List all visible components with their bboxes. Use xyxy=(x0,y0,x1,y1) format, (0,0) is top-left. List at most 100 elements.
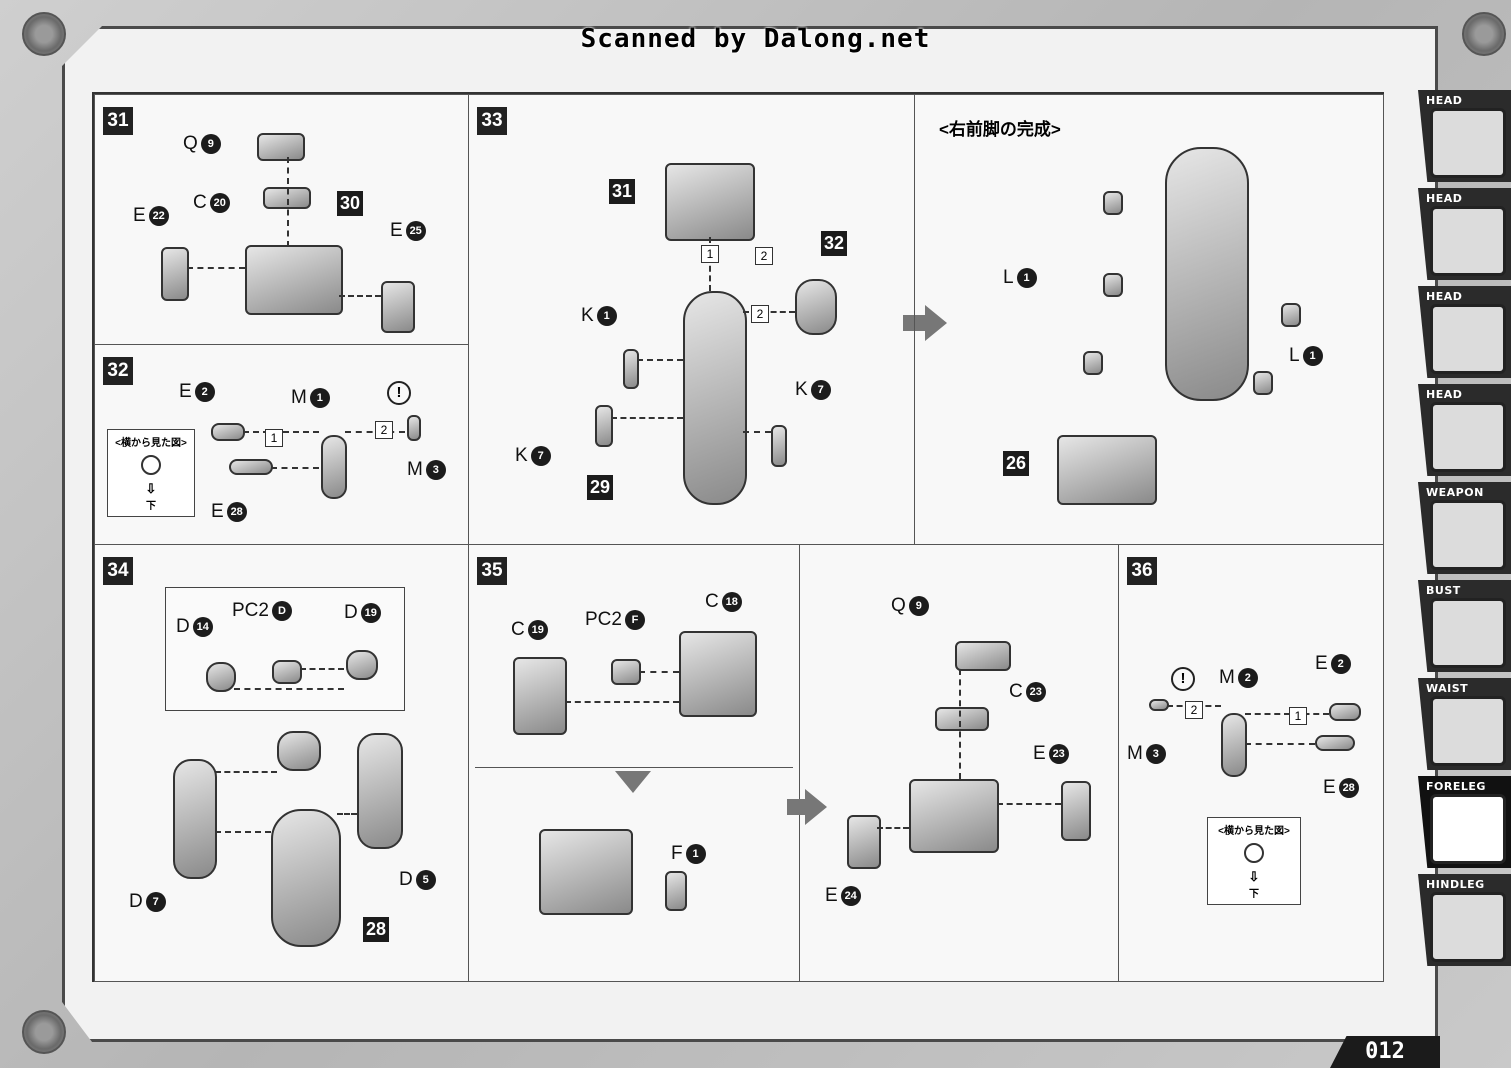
subassembly-29 xyxy=(683,291,747,505)
head-thumbnail-icon xyxy=(1430,108,1506,178)
guide-line xyxy=(215,831,271,833)
subassembly-badge: 30 xyxy=(337,191,363,216)
section-tab-head[interactable]: HEAD xyxy=(1418,286,1511,378)
part-q9 xyxy=(257,133,305,161)
side-view-caption: <横から見た図> xyxy=(1218,826,1290,837)
side-view-inset: <横から見た図> ⇩ 下 xyxy=(107,429,195,517)
head-thumbnail-icon xyxy=(1430,304,1506,374)
section-tab-head[interactable]: HEAD xyxy=(1418,384,1511,476)
sequence-number: 2 xyxy=(1185,701,1203,719)
part-l1 xyxy=(1103,273,1123,297)
side-view-caption: <横から見た図> xyxy=(115,438,187,449)
bust-thumbnail-icon xyxy=(1430,598,1506,668)
guide-line xyxy=(997,803,1061,805)
guide-line xyxy=(637,359,683,361)
section-tab-waist[interactable]: WAIST xyxy=(1418,678,1511,770)
corner-bolt-icon xyxy=(1462,12,1506,56)
part-q9 xyxy=(955,641,1011,671)
part-e2 xyxy=(211,423,245,441)
part-m3 xyxy=(407,415,421,441)
part-d19 xyxy=(346,650,378,680)
weapon-thumbnail-icon xyxy=(1430,500,1506,570)
sequence-number: 2 xyxy=(375,421,393,439)
step-number: 36 xyxy=(1127,557,1157,585)
part-l1 xyxy=(1083,351,1103,375)
part-e28 xyxy=(229,459,273,475)
completion-title: <右前脚の完成> xyxy=(939,120,1061,139)
part-pc2 xyxy=(272,660,302,684)
part-d7 xyxy=(173,759,217,879)
corner-bolt-icon xyxy=(22,12,66,56)
guide-line xyxy=(337,813,357,815)
part-d5 xyxy=(357,733,403,849)
guide-line xyxy=(1245,743,1315,745)
part-pc2 xyxy=(611,659,641,685)
sequence-number: 1 xyxy=(265,429,283,447)
step-number: 33 xyxy=(477,107,507,135)
part-l1 xyxy=(1103,191,1123,215)
step-number: 35 xyxy=(477,557,507,585)
next-arrow-icon xyxy=(787,789,827,825)
section-tab-bust[interactable]: BUST xyxy=(1418,580,1511,672)
foreleg-thumbnail-icon xyxy=(1430,794,1506,864)
guide-line xyxy=(215,771,277,773)
part-c23 xyxy=(935,707,989,731)
guide-line xyxy=(877,827,909,829)
guide-line xyxy=(187,267,245,269)
part-l1 xyxy=(1253,371,1273,395)
guide-line xyxy=(959,669,961,779)
circle-icon xyxy=(1244,843,1264,863)
side-view-down-label: 下 xyxy=(1249,889,1259,900)
subassembly-28 xyxy=(271,809,341,947)
guide-line xyxy=(743,311,795,313)
subassembly-badge: 32 xyxy=(821,231,847,256)
step-number: 34 xyxy=(103,557,133,585)
part-k7 xyxy=(771,425,787,467)
guide-line xyxy=(287,157,289,247)
down-arrow-icon: ⇩ xyxy=(1248,869,1260,884)
subassembly-30 xyxy=(245,245,343,315)
head-thumbnail-icon xyxy=(1430,402,1506,472)
section-tab-foreleg[interactable]: FORELEG xyxy=(1418,776,1511,868)
section-tab-head[interactable]: HEAD xyxy=(1418,188,1511,280)
guide-line xyxy=(1245,713,1329,715)
circle-icon xyxy=(141,455,161,475)
part-c19 xyxy=(513,657,567,735)
part-l1 xyxy=(1281,303,1301,327)
subassembly-badge: 28 xyxy=(363,917,389,942)
guide-line xyxy=(300,668,344,670)
completed-foreleg xyxy=(1165,147,1249,401)
section-tab-hindleg[interactable]: HINDLEG xyxy=(1418,874,1511,966)
down-arrow-icon xyxy=(615,771,651,793)
part-e23 xyxy=(1061,781,1091,841)
hindleg-thumbnail-icon xyxy=(1430,892,1506,962)
section-tab-head[interactable]: HEAD xyxy=(1418,90,1511,182)
section-tab-weapon[interactable]: WEAPON xyxy=(1418,482,1511,574)
part-m2 xyxy=(1221,713,1247,777)
